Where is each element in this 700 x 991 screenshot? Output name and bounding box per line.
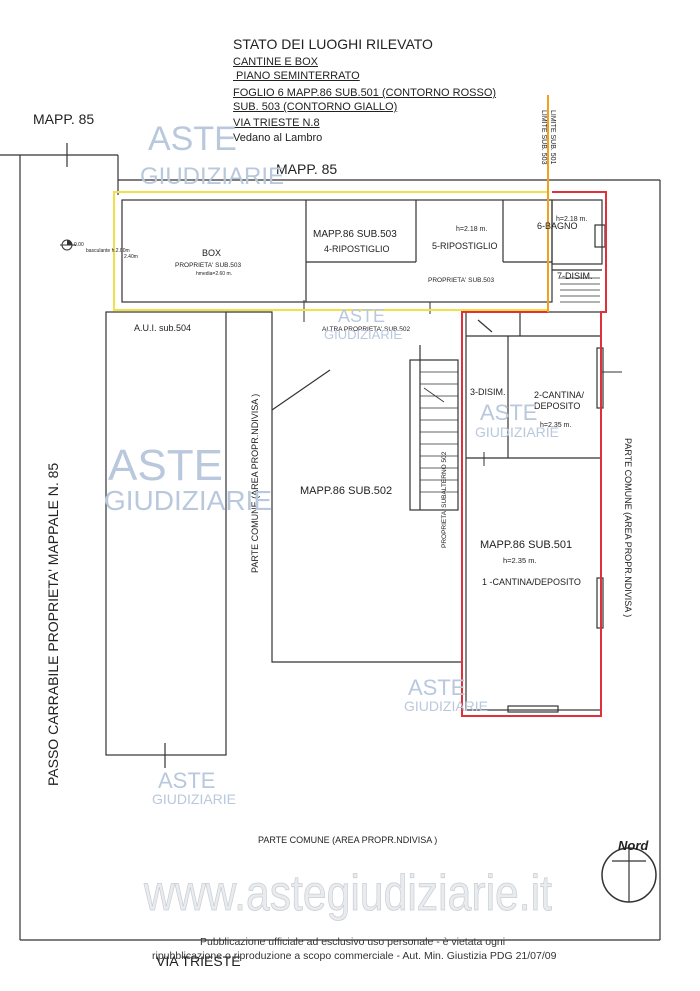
via-trieste-label: VIA TRIESTE [156, 953, 241, 969]
watermark-aste: ASTE [108, 441, 223, 490]
room1-height-label: h=2.35 m. [503, 556, 537, 565]
watermark-aste: ASTE [408, 675, 465, 700]
footer-line-1: Pubblicazione ufficiale ad esclusivo uso… [200, 936, 506, 948]
room6-height-label: h=2.18 m. [556, 216, 587, 223]
mapp85-top-label: MAPP. 85 [276, 161, 337, 177]
footer-line-2: ripubblicazione o riproduzione a scopo c… [152, 950, 557, 962]
watermark-aste: ASTE [338, 306, 385, 326]
mapp85-left-label: MAPP. 85 [33, 111, 94, 127]
watermark-aste: ASTE [480, 400, 537, 425]
watermark-aste: ASTE [148, 120, 237, 158]
watermark-giudiziarie: GIUDIZIARIE [104, 485, 272, 516]
watermark-aste: ASTE [158, 768, 215, 793]
limite-sub503-label: LIMITE SUB. 503 [540, 110, 547, 165]
room3-label: 3-DISIM. [470, 387, 506, 397]
header-line-cantine: CANTINE E BOX [233, 56, 318, 68]
mapp86-sub502-label: MAPP.86 SUB.502 [300, 485, 392, 497]
box-owner-label: PROPRIETA' SUB.503 [175, 262, 242, 269]
parte-comune-bottom-label: PARTE COMUNE (AREA PROPR.NDIVISA ) [258, 835, 437, 845]
sub501-walls [465, 311, 604, 713]
room4-label: 4-RIPOSTIGLIO [324, 244, 390, 254]
box-height-label: hmedia=2.60 m. [196, 271, 232, 277]
box-label: BOX [202, 248, 221, 258]
watermark-3: ASTE GIUDIZIARIE [475, 400, 559, 440]
room2-label-b: DEPOSITO [534, 401, 580, 411]
stairs [420, 277, 600, 493]
level-b-label: basculante h.2.00m [86, 248, 130, 254]
watermark-giudiziarie: GIUDIZIARIE [404, 698, 488, 714]
room5-height-label: h=2.18 m. [456, 226, 487, 233]
room2-label-a: 2-CANTINA/ [534, 390, 585, 400]
watermark-5: ASTE GIUDIZIARIE [404, 675, 488, 714]
watermark-4: ASTE GIUDIZIARIE [104, 441, 272, 516]
mapp86-sub501-label: MAPP.86 SUB.501 [480, 539, 572, 551]
level-marker [61, 239, 73, 251]
mapp86-sub503-label: MAPP.86 SUB.503 [313, 229, 397, 240]
aui-label: A.U.I. sub.504 [134, 323, 191, 333]
limite-sub501-label: LIMITE SUB. 501 [549, 110, 556, 165]
watermark-6: ASTE GIUDIZIARIE [152, 768, 236, 807]
room5-label: 5-RIPOSTIGLIO [432, 241, 498, 251]
header-line-sub503: SUB. 503 (CONTORNO GIALLO) [233, 101, 398, 113]
watermark-giudiziarie: GIUDIZIARIE [475, 424, 559, 440]
level-a-label: 0.00 [74, 242, 84, 248]
prop503-label: PROPRIETA' SUB.503 [428, 277, 495, 284]
room1-label: 1 -CANTINA/DEPOSITO [482, 577, 581, 587]
watermark-giudiziarie: GIUDIZIARIE [152, 791, 236, 807]
sub501-outline [461, 191, 607, 717]
room7-label: 7-DISIM. [557, 271, 593, 281]
header-line-city: Vedano al Lambro [233, 132, 323, 144]
header-line-address: VIA TRIESTE N.8 [233, 117, 320, 129]
watermark-url: www.astegiudiziarie.it [143, 865, 552, 921]
watermark-1: ASTE GIUDIZIARIE [140, 120, 284, 190]
level-c-label: 2.40m [124, 254, 138, 260]
sub502-vertical-label: PROPRIETA' SUBALTERNO 502 [441, 451, 448, 548]
altra-proprieta-label: ALTRA PROPRIETA' SUB.502 [322, 326, 410, 333]
sub502-walls [226, 311, 462, 663]
plan-title: STATO DEI LUOGHI RILEVATO [233, 36, 433, 52]
watermark-giudiziarie: GIUDIZIARIE [140, 163, 284, 190]
room6-label: 6-BAGNO [537, 221, 578, 231]
watermark-giudiziarie: GIUDIZIARIE [324, 327, 402, 342]
site-boundaries [0, 143, 661, 941]
passo-carrabile-label: PASSO CARRABILE PROPRIETA' MAPPALE N. 85 [45, 463, 61, 786]
room2-height-label: h=2.35 m. [540, 422, 571, 429]
parte-comune-right-label: PARTE COMUNE (AREA PROPR.NDIVISA ) [623, 438, 633, 617]
nord-label: Nord [618, 838, 649, 853]
north-arrow-icon [601, 847, 657, 903]
parte-comune-left-label: PARTE COMUNE (AREA PROPR.NDIVISA ) [250, 394, 260, 573]
header-line-piano: PIANO SEMINTERRATO [233, 70, 360, 82]
watermark-2: ASTE GIUDIZIARIE [324, 306, 402, 342]
sub503-walls [121, 199, 606, 303]
header-line-foglio: FOGLIO 6 MAPP.86 SUB.501 (CONTORNO ROSSO… [233, 87, 497, 99]
aui-building-walls [105, 311, 227, 768]
